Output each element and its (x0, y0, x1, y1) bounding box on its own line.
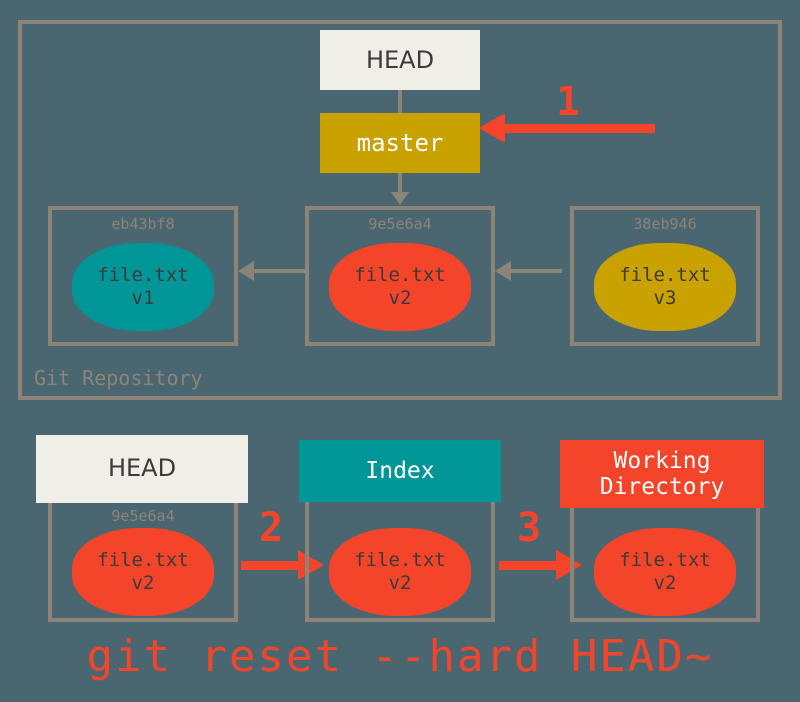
area-index-blob-filename: file.txt (354, 548, 446, 571)
repo-head-ref-box: HEAD (320, 30, 480, 90)
master-to-commit-line (398, 173, 402, 196)
commit3-to-commit2-arrowhead (495, 261, 511, 281)
area-header-index: Index (299, 440, 501, 502)
area-head-blob-filename: file.txt (97, 548, 189, 571)
area-header-head-label: HEAD (107, 454, 177, 483)
step-2-arrow-shaft (241, 561, 301, 570)
commit-cell-eb43bf8: eb43bf8 file.txt v1 (48, 206, 238, 346)
commit-blob-filename-v3: file.txt (619, 263, 711, 286)
area-working-directory-blob: file.txt v2 (594, 528, 736, 616)
commit-cell-38eb946: 38eb946 file.txt v3 (570, 206, 760, 346)
commit-hash-38eb946: 38eb946 (633, 215, 697, 233)
commit-hash-9e5e6a4: 9e5e6a4 (368, 215, 432, 233)
step-3-arrow-shaft (499, 561, 559, 570)
commit-blob-version-v3: v3 (653, 287, 677, 309)
git-repository-frame (18, 20, 782, 400)
commit3-to-commit2-line (510, 269, 562, 273)
step-3-arrow-head (556, 550, 582, 580)
commit-blob-v2: file.txt v2 (329, 243, 471, 331)
step-3-number: 3 (517, 505, 542, 551)
commit-hash-eb43bf8: eb43bf8 (111, 215, 175, 233)
area-header-head: HEAD (36, 435, 248, 503)
step-2-arrow-head (298, 550, 324, 580)
master-to-commit-arrowhead (391, 192, 409, 205)
area-header-working-directory: Working Directory (560, 440, 764, 508)
git-repository-label: Git Repository (30, 367, 207, 389)
area-index-blob: file.txt v2 (329, 528, 471, 616)
area-working-directory-blob-filename: file.txt (619, 548, 711, 571)
commit-blob-version-v2: v2 (388, 287, 412, 309)
commit-blob-version-v1: v1 (131, 287, 155, 309)
command-caption: git reset --hard HEAD~ (86, 631, 714, 682)
area-index-blob-version: v2 (388, 572, 412, 594)
repo-master-ref-label: master (356, 128, 444, 157)
step-1-arrow-shaft (505, 124, 655, 133)
head-to-master-connector (398, 90, 402, 113)
commit-blob-v3: file.txt v3 (594, 243, 736, 331)
commit-cell-9e5e6a4: 9e5e6a4 file.txt v2 (305, 206, 495, 346)
step-1-number: 1 (556, 79, 581, 125)
repo-master-ref-box: master (320, 113, 480, 173)
commit-blob-filename-v2: file.txt (354, 263, 446, 286)
area-header-index-label: Index (365, 457, 435, 484)
commit2-to-commit1-line (253, 269, 305, 273)
repo-head-ref-label: HEAD (365, 45, 435, 74)
step-1-arrow-head (479, 113, 505, 143)
area-head-blob-version: v2 (131, 572, 155, 594)
step-2-number: 2 (259, 505, 284, 551)
area-header-working-directory-line1: Working (613, 447, 711, 474)
area-cell-head: 9e5e6a4 file.txt v2 (48, 472, 238, 622)
commit-blob-filename-v1: file.txt (97, 263, 189, 286)
area-head-blob: file.txt v2 (72, 528, 214, 616)
area-header-working-directory-line2: Directory (599, 474, 725, 500)
commit2-to-commit1-arrowhead (238, 261, 254, 281)
commit-blob-v1: file.txt v1 (72, 243, 214, 331)
area-head-hash: 9e5e6a4 (111, 507, 175, 525)
area-working-directory-blob-version: v2 (653, 572, 677, 594)
area-cell-index: file.txt v2 (305, 472, 495, 622)
